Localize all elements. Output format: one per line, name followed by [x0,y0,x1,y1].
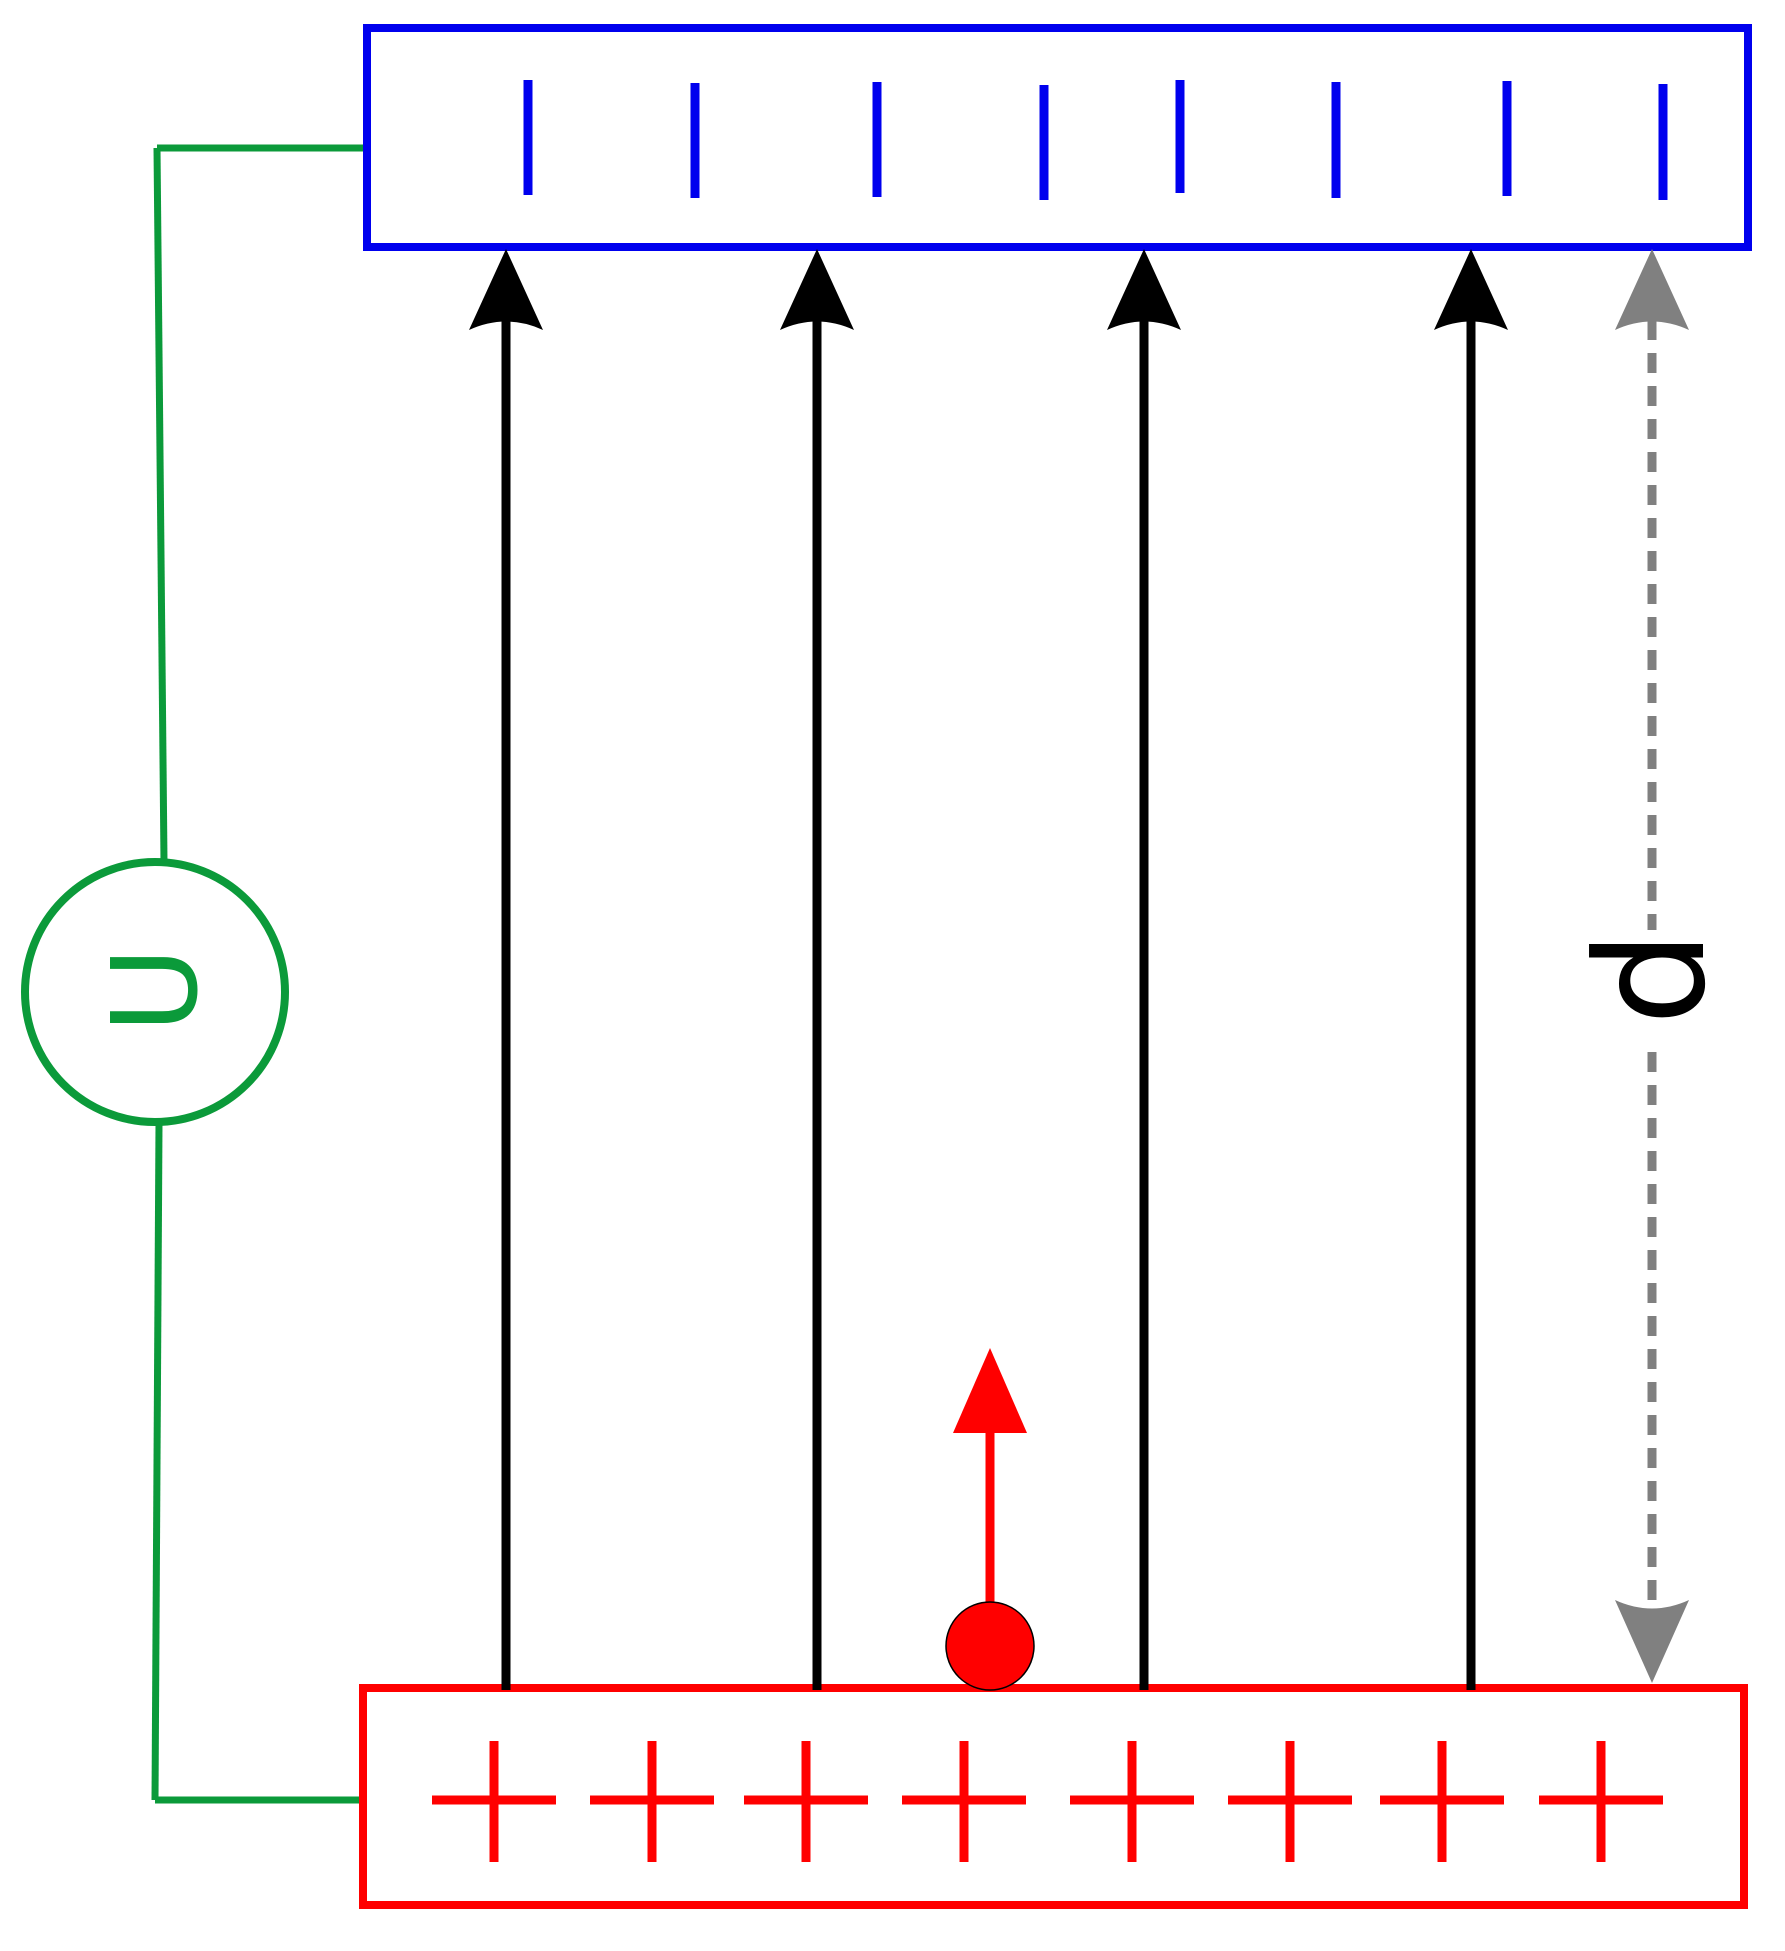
positive-charge-sign [1539,1741,1663,1862]
circuit-wire [151,144,366,1804]
wire-left-upper [153,147,168,863]
field-line [780,249,854,1690]
distance-label: d [1565,930,1739,1025]
positive-plate-frame [359,1684,1748,1909]
positive-plate [359,1684,1748,1909]
field-line [469,249,543,1690]
positive-charge-sign [590,1741,714,1862]
negative-charges [523,80,1668,200]
field-line [1434,249,1508,1690]
force-arrowhead [953,1348,1027,1433]
distance-arrowhead-top [1615,249,1689,330]
positive-charge-sign [1228,1741,1352,1862]
voltage-label: U [86,947,224,1033]
positive-charge-sign [1070,1741,1194,1862]
positive-charge-sign [902,1741,1026,1862]
wire-left-lower [151,1123,163,1801]
positive-charge-sign [432,1741,556,1862]
distance-indicator: d [1565,249,1739,1683]
field-line-arrowhead [1107,249,1181,330]
distance-arrowhead-bottom [1615,1600,1689,1683]
voltage-source: U [21,858,289,1126]
negative-plate [363,24,1752,251]
test-charge [945,1348,1035,1691]
field-line-arrowhead [780,249,854,330]
positive-charge-sign [744,1741,868,1862]
field-line-arrowhead [1434,249,1508,330]
field-line [1107,249,1181,1690]
negative-plate-frame [363,24,1752,251]
positive-charge-sign [1380,1741,1504,1862]
electric-field-lines [469,249,1508,1690]
field-line-arrowhead [469,249,543,330]
charged-particle [945,1601,1035,1691]
voltage-source-circle [21,858,289,1126]
positive-charges [432,1741,1663,1862]
